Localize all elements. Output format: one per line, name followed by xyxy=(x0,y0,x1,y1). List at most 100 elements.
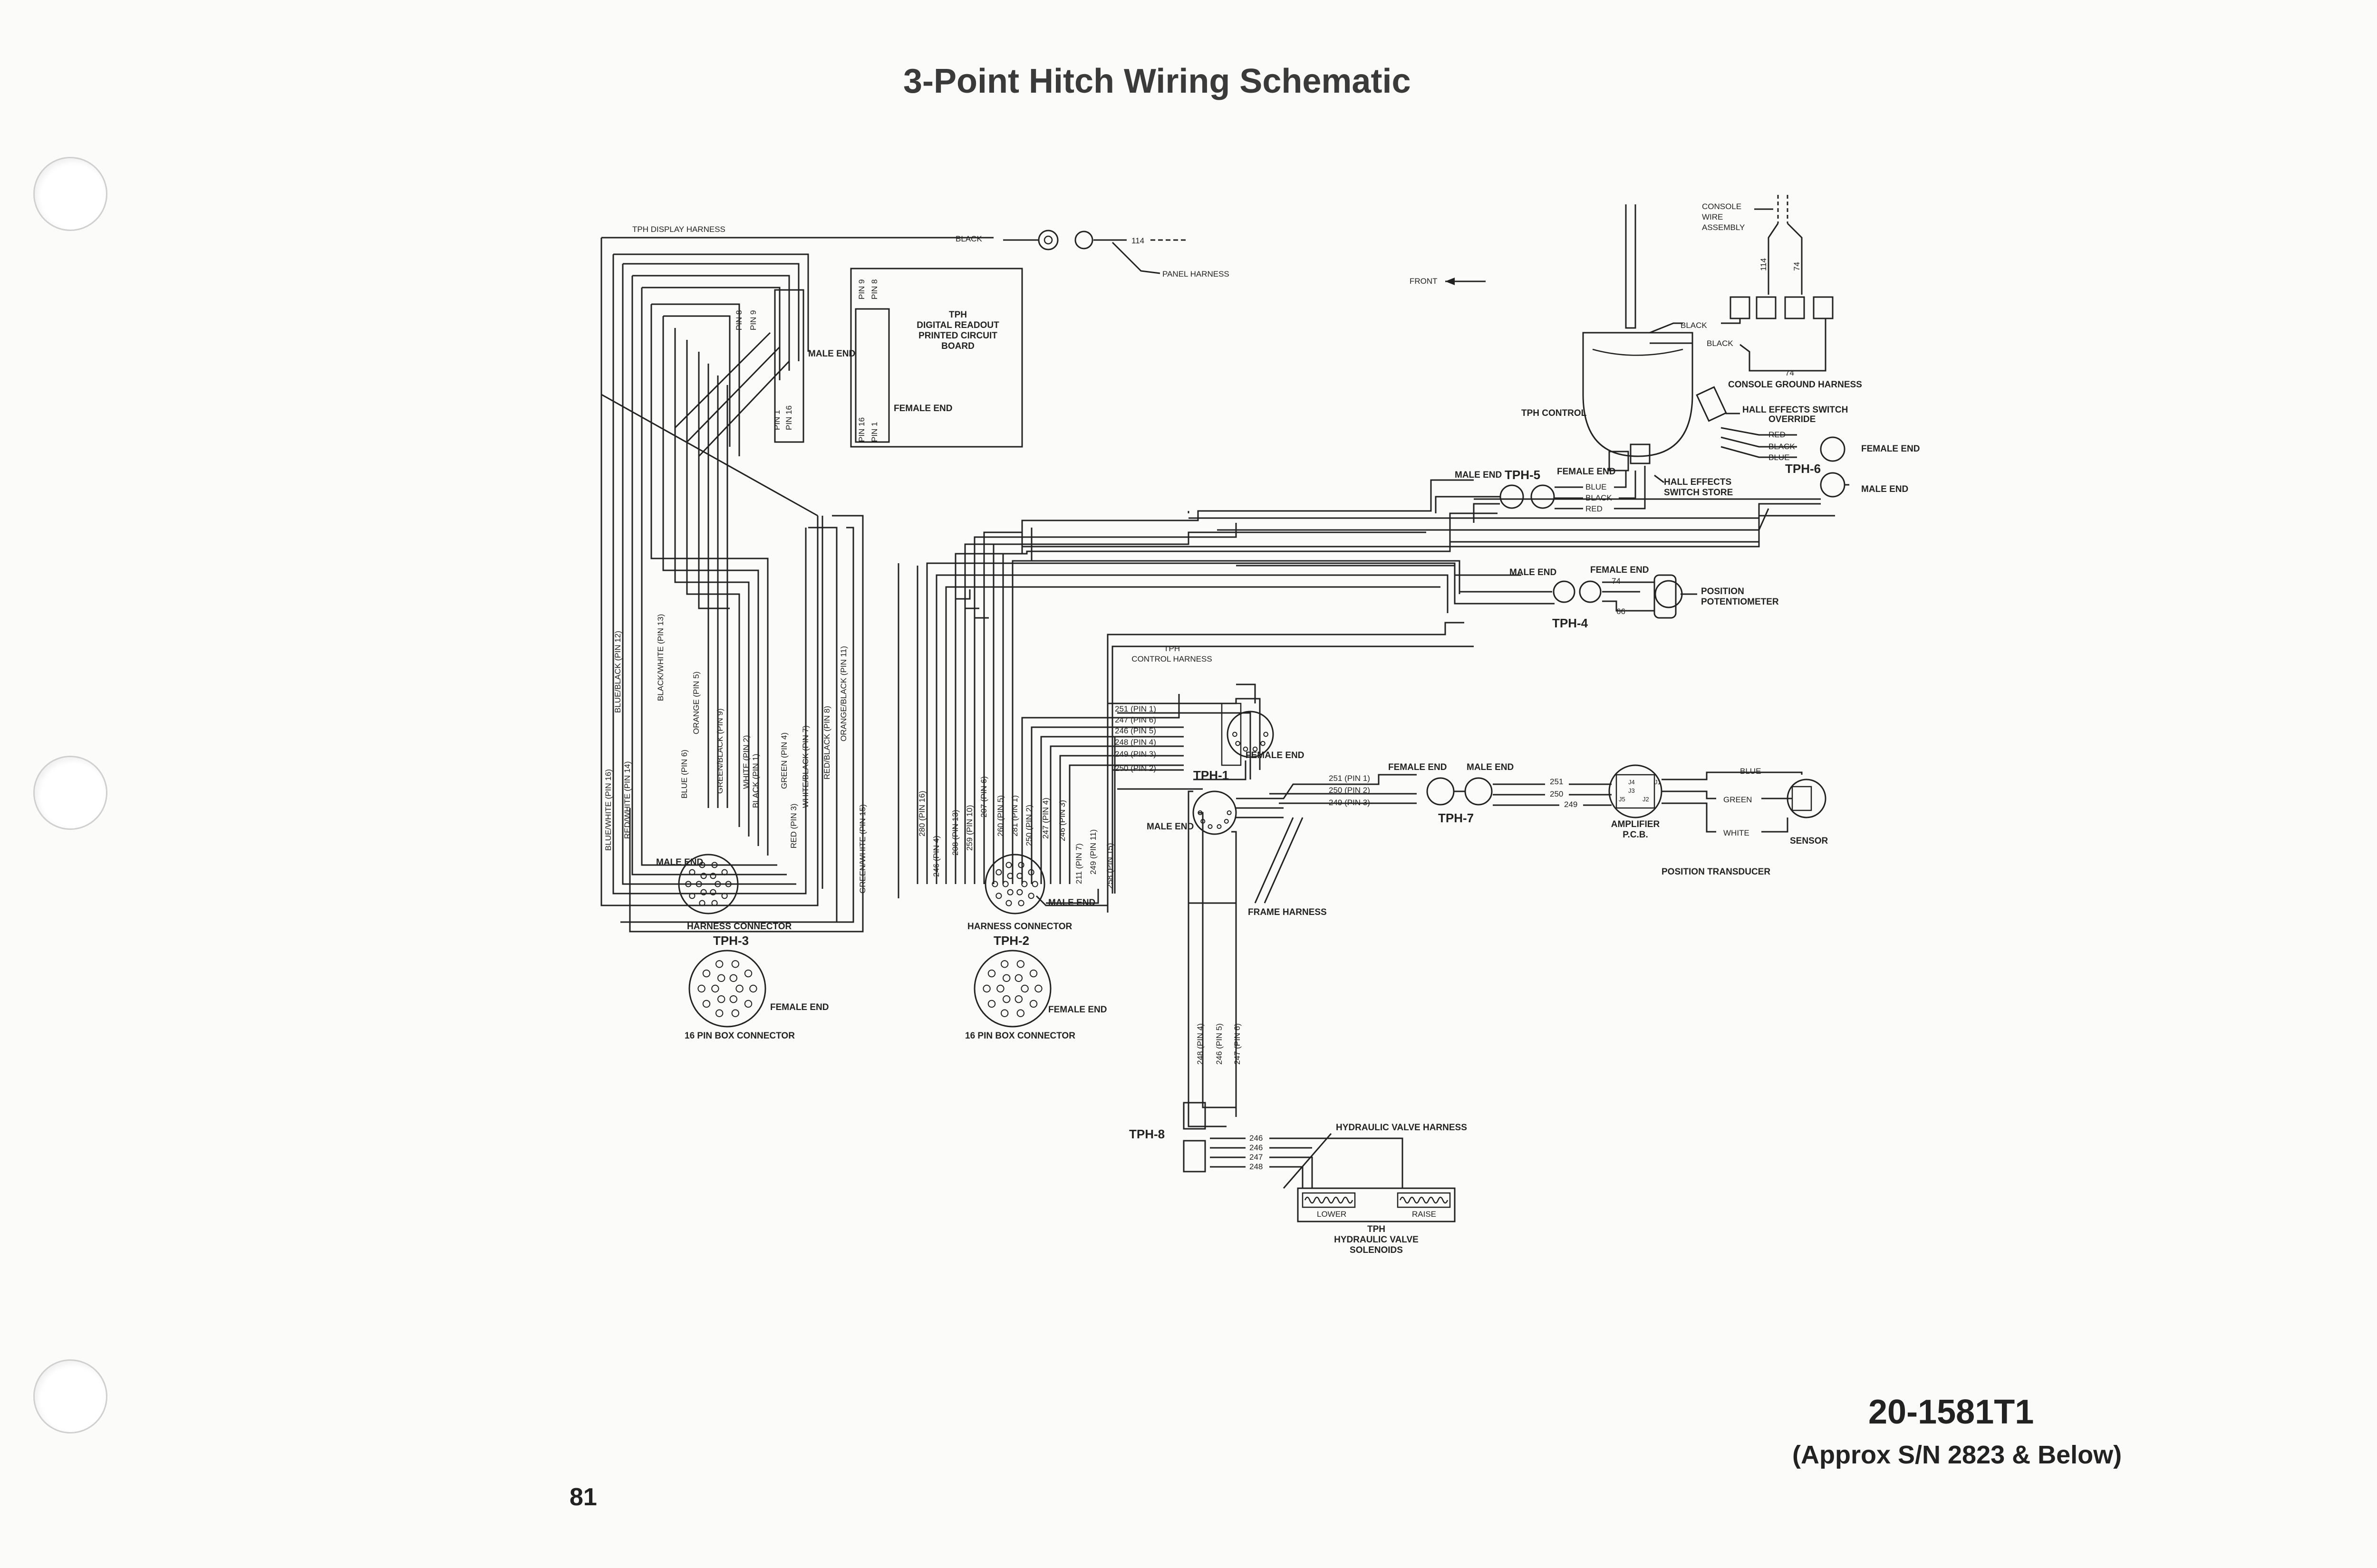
amp-pin-2: J5 xyxy=(1619,796,1625,803)
tph2-female-end-label: FEMALE END xyxy=(1048,1005,1107,1015)
tph2-male-pins xyxy=(992,862,1038,906)
tph2-harness-connector-label: HARNESS CONNECTOR xyxy=(967,922,1073,932)
tph1-pins-pin-3 xyxy=(1243,746,1248,752)
console-ground-74: 74 xyxy=(1785,368,1794,377)
tph2-male-pins-pin-1 xyxy=(1028,893,1034,899)
tph3-wire-label-7: BLACK (PIN 1) xyxy=(751,754,760,808)
console-wire-label-1: CONSOLE xyxy=(1702,202,1741,211)
tph3-male-pins-pin-4 xyxy=(689,893,696,899)
frame-pins-pin-1 xyxy=(1224,818,1229,824)
tph3-box-pins xyxy=(697,960,757,1017)
tph3-male-pins-pin-0 xyxy=(725,881,732,887)
solenoids-label-1: TPH xyxy=(1367,1224,1385,1234)
tph3-wire-label-14: GREEN/WHITE (PIN 15) xyxy=(858,804,867,894)
solenoids-label-2: HYDRAULIC VALVE xyxy=(1334,1235,1419,1245)
tph2-male-pins-pin-0 xyxy=(1032,881,1038,887)
tph-control-label: TPH CONTROL xyxy=(1521,408,1587,418)
tph2-box-pins-pin-13 xyxy=(996,984,1005,993)
tph2-wire-label-1: 280 (PIN 16) xyxy=(918,791,927,837)
tph1-female-end-label: FEMALE END xyxy=(1246,750,1304,760)
tph2-male-pins-pin-3 xyxy=(1005,900,1012,906)
page-title: 3-Point Hitch Wiring Schematic xyxy=(903,62,1411,100)
tph3-box-connector xyxy=(688,950,766,1028)
console-black-1: BLACK xyxy=(1681,321,1707,330)
tph2-box-pins-pin-15 xyxy=(1015,974,1023,982)
frame-pins-pin-5 xyxy=(1198,810,1203,816)
pin1-label-male: PIN 1 xyxy=(773,410,782,430)
tph3-box-pins-pin-14 xyxy=(717,974,725,982)
tph1-pins-pin-2 xyxy=(1252,746,1258,752)
tph3-male-pins-pin-9 xyxy=(721,869,728,875)
tph3-male-pins-pin-5 xyxy=(685,881,692,887)
frame-pins-pin-2 xyxy=(1217,824,1222,829)
tph2-box-pins-pin-11 xyxy=(1015,995,1023,1003)
tph8-wire-label-2: 247 xyxy=(1249,1153,1263,1162)
tph3-male-pins-pin-2 xyxy=(711,900,718,906)
tph2-box-connector xyxy=(974,950,1052,1028)
tph2-box-pins-pin-7 xyxy=(1000,960,1009,968)
tph7-label: TPH-7 xyxy=(1438,811,1474,825)
tph2-male-pins-pin-4 xyxy=(995,893,1002,899)
tph3-box-pins-pin-10 xyxy=(735,984,744,993)
tph5-black-label: BLACK xyxy=(1585,493,1612,502)
tph3-box-pins-pin-8 xyxy=(731,960,740,968)
tph6-female-end-label: FEMALE END xyxy=(1861,444,1920,454)
console-black-2: BLACK xyxy=(1707,339,1733,348)
frame-wire-label-1: 246 (PIN 5) xyxy=(1215,1023,1224,1065)
tph1-wire-label-4: 249 (PIN 3) xyxy=(1115,750,1156,759)
hall-override-label-2: OVERRIDE xyxy=(1768,414,1816,424)
amplifier-label-1: AMPLIFIER xyxy=(1611,819,1660,829)
tph2-male-pins-pin-14 xyxy=(1007,873,1014,879)
readout-title-1: TPH xyxy=(949,310,967,320)
tph3-male-pins-pin-15 xyxy=(710,873,716,879)
tph3-box-pins-pin-12 xyxy=(717,995,725,1003)
tph2-male-pins-pin-6 xyxy=(995,869,1002,875)
tph3-box-pins-pin-9 xyxy=(744,969,753,978)
tph3-wire-label-0: BLUE/WHITE (PIN 16) xyxy=(604,769,613,851)
tph8-wire-label-3: 248 xyxy=(1249,1162,1263,1171)
readout-title-3: PRINTED CIRCUIT xyxy=(918,331,997,341)
sensor-white-label: WHITE xyxy=(1723,828,1749,837)
tph1-label: TPH-1 xyxy=(1193,768,1229,782)
tph3-connector: MALE END HARNESS CONNECTOR TPH-3 FEMALE … xyxy=(656,854,829,1041)
tph7-out-250: 250 xyxy=(1550,789,1563,798)
console-74-label: 74 xyxy=(1792,262,1801,271)
tph8-label: TPH-8 xyxy=(1129,1127,1165,1141)
tph2-box-pins-pin-6 xyxy=(987,969,996,978)
tph7-out-249: 249 xyxy=(1564,800,1577,809)
tph3-wire-label-1: RED/WHITE (PIN 14) xyxy=(623,761,632,839)
frame-pins-pin-0 xyxy=(1227,810,1232,816)
tph2-male-pins-pin-11 xyxy=(1016,889,1023,895)
tph5-male-end-label: MALE END xyxy=(1455,470,1502,480)
tph2-box-pins-pin-8 xyxy=(1016,960,1025,968)
tph3-male-end-label: MALE END xyxy=(656,857,703,867)
tph3-male-pins-pin-7 xyxy=(699,862,705,868)
tph1-wire-label-1: 247 (PIN 6) xyxy=(1115,715,1156,724)
tph3-wire-label-9: RED (PIN 3) xyxy=(789,804,798,848)
black-wire-label: BLACK xyxy=(956,234,982,243)
tph5-blue-label: BLUE xyxy=(1585,482,1606,491)
serial-note: (Approx S/N 2823 & Below) xyxy=(1792,1441,2122,1469)
tph1-wire-label-0: 251 (PIN 1) xyxy=(1115,704,1156,713)
tph2-wire-label-7: 250 (PIN 2) xyxy=(1024,805,1034,846)
tph3-box-pins-pin-4 xyxy=(702,1000,711,1008)
pin9-label: PIN 9 xyxy=(749,310,758,330)
tph3-harness-connector-label: HARNESS CONNECTOR xyxy=(687,922,792,932)
tph2-male-pins-pin-8 xyxy=(1018,862,1024,868)
tph2-male-pins-pin-2 xyxy=(1018,900,1024,906)
amp-pin-4: J1 xyxy=(1654,779,1661,786)
tph2-male-pins-pin-9 xyxy=(1028,869,1034,875)
tph2-wire-label-11: 249 (PIN 11) xyxy=(1089,829,1098,875)
male-end-display-label: MALE END xyxy=(808,349,855,359)
tph7-connector: FEMALE END MALE END TPH-7 251 250 249 xyxy=(1388,762,1612,825)
tph2-male-end-label: MALE END xyxy=(1048,898,1095,908)
tph5-connector: MALE END TPH-5 FEMALE END BLUE BLACK RED… xyxy=(1435,466,1733,523)
tph7-wire-label-0: 251 (PIN 1) xyxy=(1329,774,1370,783)
binder-hole-bottom xyxy=(33,1359,107,1433)
pot-label-2: POTENTIOMETER xyxy=(1701,597,1779,607)
lower-label: LOWER xyxy=(1317,1210,1346,1219)
tph7-wire-label-1: 250 (PIN 2) xyxy=(1329,786,1370,795)
sensor-label: SENSOR xyxy=(1790,836,1828,846)
tph5-female-end-label: FEMALE END xyxy=(1557,467,1616,477)
tph3-box-pins-pin-5 xyxy=(697,984,705,993)
